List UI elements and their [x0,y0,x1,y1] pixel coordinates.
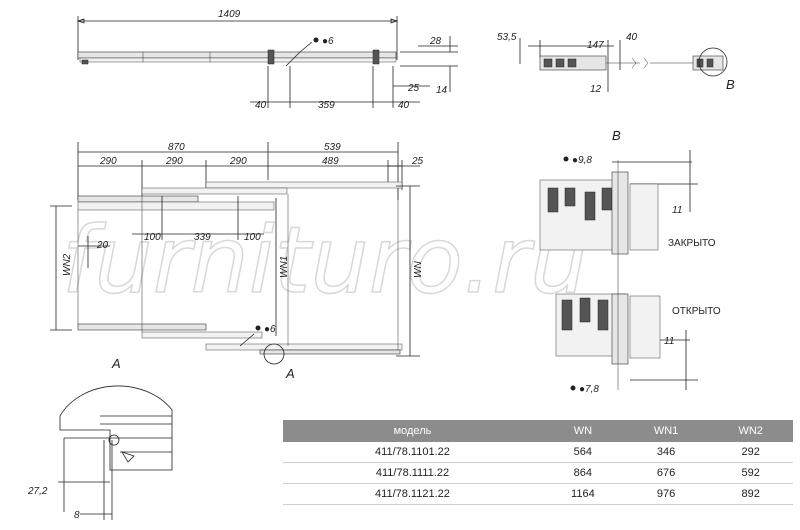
dim-left-40: 40 [255,100,267,111]
plan-view: 870 539 290 290 290 489 25 ●6 A [50,142,424,381]
spec-table: модель WN WN1 WN2 411/78.1101.22 564 346… [283,420,793,505]
dim-hole-7-8: ●7,8 [579,384,599,395]
dim-40: 40 [626,32,638,43]
dim-end-25: 25 [407,83,420,94]
dim-height-28: 28 [429,36,442,47]
cell-model: 411/78.1111.22 [283,462,542,484]
table-row: 411/78.1111.22 864 676 592 [283,462,793,484]
dim-hole-9-8: ●9,8 [572,155,592,166]
cell-wn2: 892 [708,483,793,505]
dim-27-2: 27,2 [27,486,48,497]
dim-thickness-14: 14 [436,85,448,96]
dim-147: 147 [587,40,604,51]
dim-290-a: 290 [99,156,117,167]
callout-b: B [726,77,735,92]
dim-870: 870 [168,142,185,153]
dim-right-40: 40 [398,100,410,111]
dim-100-b: 100 [244,232,261,243]
dim-53-5: 53,5 [497,32,517,43]
cell-wn1: 976 [623,483,709,505]
dim-339: 339 [194,232,211,243]
cell-wn: 564 [541,442,624,463]
header-wn1: WN1 [623,420,709,442]
dim-8: 8 [74,510,80,521]
dim-290-b: 290 [165,156,183,167]
watermark-text: furnituro.ru [62,207,588,314]
dim-total-length: 1409 [218,9,241,20]
header-wn: WN [541,420,624,442]
state-open-label: ОТКРЫТО [672,306,721,317]
header-wn2: WN2 [708,420,793,442]
dim-25: 25 [411,156,424,167]
dim-hole-6-plan: ●6 [264,324,276,335]
header-model: модель [283,420,542,442]
cell-wn: 864 [541,462,624,484]
dim-top-11: 11 [672,205,682,216]
detail-a: A 27,2 8 [27,356,173,521]
dim-wn2: WN2 [62,253,73,276]
state-closed-label: ЗАКРЫТО [668,238,716,249]
cell-model: 411/78.1121.22 [283,483,542,505]
cell-wn: 1164 [541,483,624,505]
cell-wn1: 346 [623,442,709,463]
dim-489: 489 [322,156,339,167]
cell-wn2: 292 [708,442,793,463]
dim-wn: WN [413,261,424,278]
table-row: 411/78.1121.22 1164 976 892 [283,483,793,505]
dim-20: 20 [96,240,109,251]
dim-hole-6: ●6 [322,36,334,47]
callout-a: A [285,366,295,381]
cell-model: 411/78.1101.22 [283,442,542,463]
dim-100-a: 100 [144,232,161,243]
dim-12: 12 [590,84,602,95]
cell-wn1: 676 [623,462,709,484]
dim-wn1: WN1 [279,256,290,278]
detail-a-title: A [111,356,121,371]
dim-539: 539 [324,142,341,153]
cell-wn2: 592 [708,462,793,484]
top-view: 1409 ●6 28 14 40 359 40 25 [76,9,458,111]
table-header-row: модель WN WN1 WN2 [283,420,793,442]
detail-b: B ●9,8 11 ЗАКРЫТО ОТКРЫТО 11 ●7,8 [539,128,721,395]
dim-mid-359: 359 [318,100,335,111]
dim-bottom-11: 11 [664,336,674,347]
profile-view: 53,5 147 40 12 B [497,32,735,95]
dim-290-c: 290 [229,156,247,167]
detail-b-title: B [612,128,621,143]
table-row: 411/78.1101.22 564 346 292 [283,442,793,463]
